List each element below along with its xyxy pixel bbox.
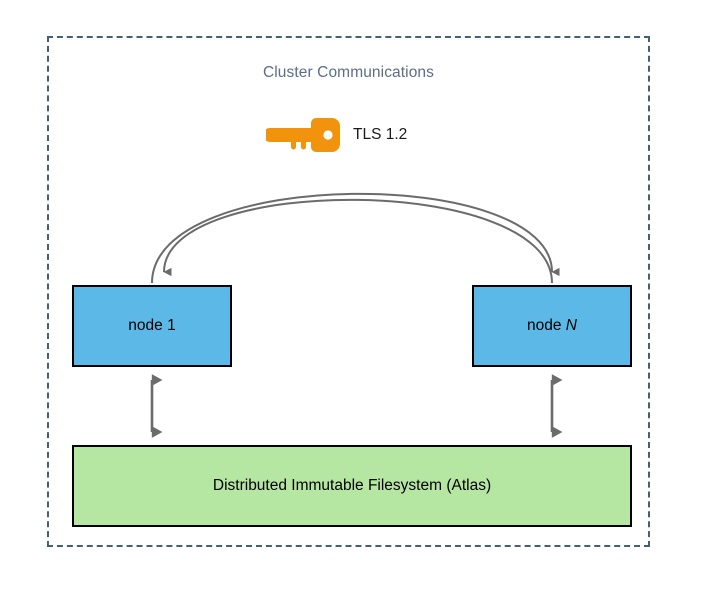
node-n-label-prefix: node — [527, 317, 566, 334]
node-box-node-n[interactable]: node N — [472, 285, 632, 367]
node-1-label: node 1 — [128, 317, 175, 335]
cluster-boundary — [47, 36, 650, 547]
node-n-label: node N — [527, 317, 577, 335]
node-n-label-suffix: N — [565, 317, 577, 334]
node-1-label-prefix: node — [128, 317, 168, 334]
tls-protocol-label: TLS 1.2 — [353, 125, 408, 143]
storage-label: Distributed Immutable Filesystem (Atlas) — [212, 477, 492, 494]
node-1-label-suffix: 1 — [167, 317, 176, 334]
node-box-node-1[interactable]: node 1 — [72, 285, 232, 367]
cluster-title: Cluster Communications — [262, 64, 435, 81]
tls-label-group: TLS 1.2 — [266, 114, 407, 156]
storage-box-atlas[interactable]: Distributed Immutable Filesystem (Atlas) — [72, 445, 632, 527]
key-icon — [266, 118, 340, 152]
